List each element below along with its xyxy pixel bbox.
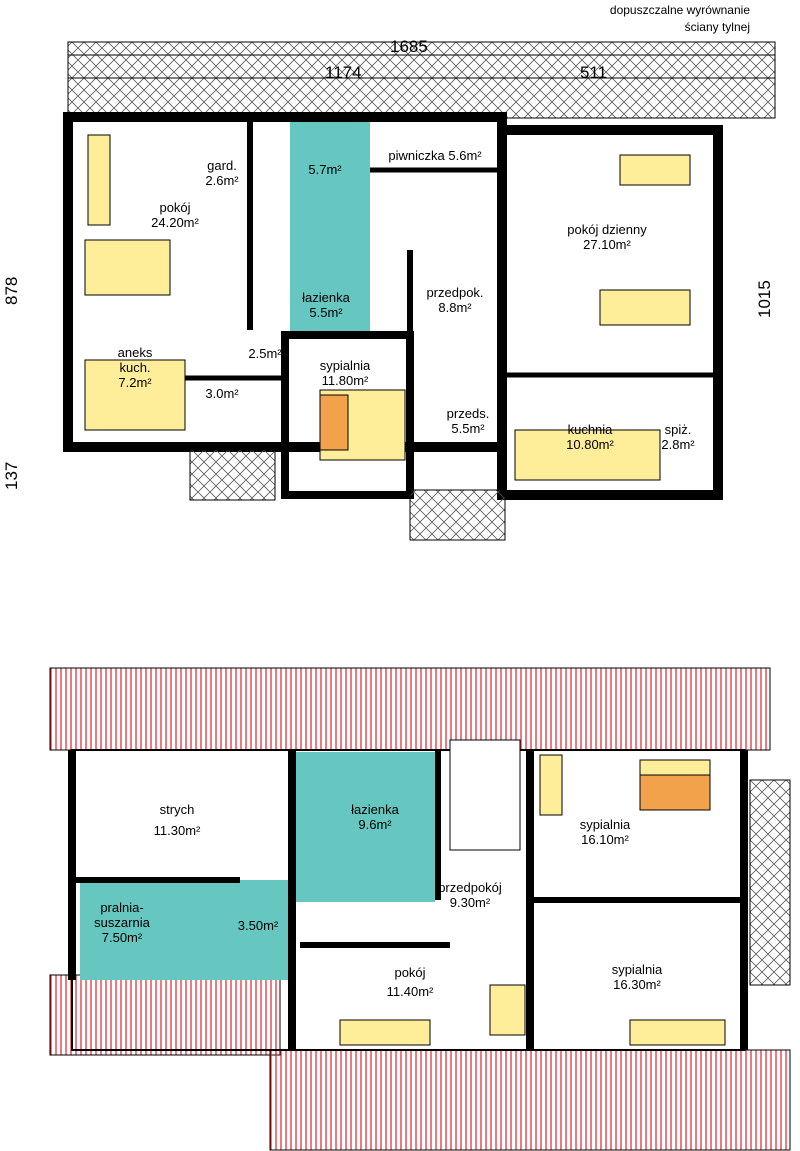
room-label: piwniczka 5.6m²: [388, 148, 482, 163]
room-label: przeds.5.5m²: [446, 406, 490, 436]
room-label: gard.2.6m²: [205, 158, 239, 188]
room-label: spiż.2.8m²: [661, 422, 695, 452]
entrance-stairs: [409, 489, 506, 541]
room-label: aneks kuch.7.2m²: [117, 345, 153, 390]
room-label: 3.0m²: [205, 386, 239, 401]
room-label: 3.50m²: [237, 918, 279, 933]
dim-left-depth: 878: [2, 276, 21, 305]
roof: [49, 667, 771, 751]
room-label: 2.5m²: [248, 346, 282, 361]
room-label: 5.7m²: [308, 162, 342, 177]
room-label: przedpok.8.8m²: [426, 285, 484, 315]
rear-wall-note: dopuszczalne wyrównanie ściany tylnej: [560, 2, 750, 36]
dim-right-width: 511: [580, 63, 608, 82]
dim-total-width: 1685: [390, 37, 428, 56]
entrance-stairs: [189, 449, 276, 501]
roof: [269, 1049, 791, 1151]
dim-left-width: 1174: [325, 63, 362, 82]
note-line: ściany tylnej: [684, 20, 750, 34]
dim-right-depth: 1015: [755, 280, 774, 318]
note-line: dopuszczalne wyrównanie: [609, 3, 750, 17]
dim-porch-depth: 137: [2, 461, 21, 490]
roof: [49, 974, 281, 1056]
